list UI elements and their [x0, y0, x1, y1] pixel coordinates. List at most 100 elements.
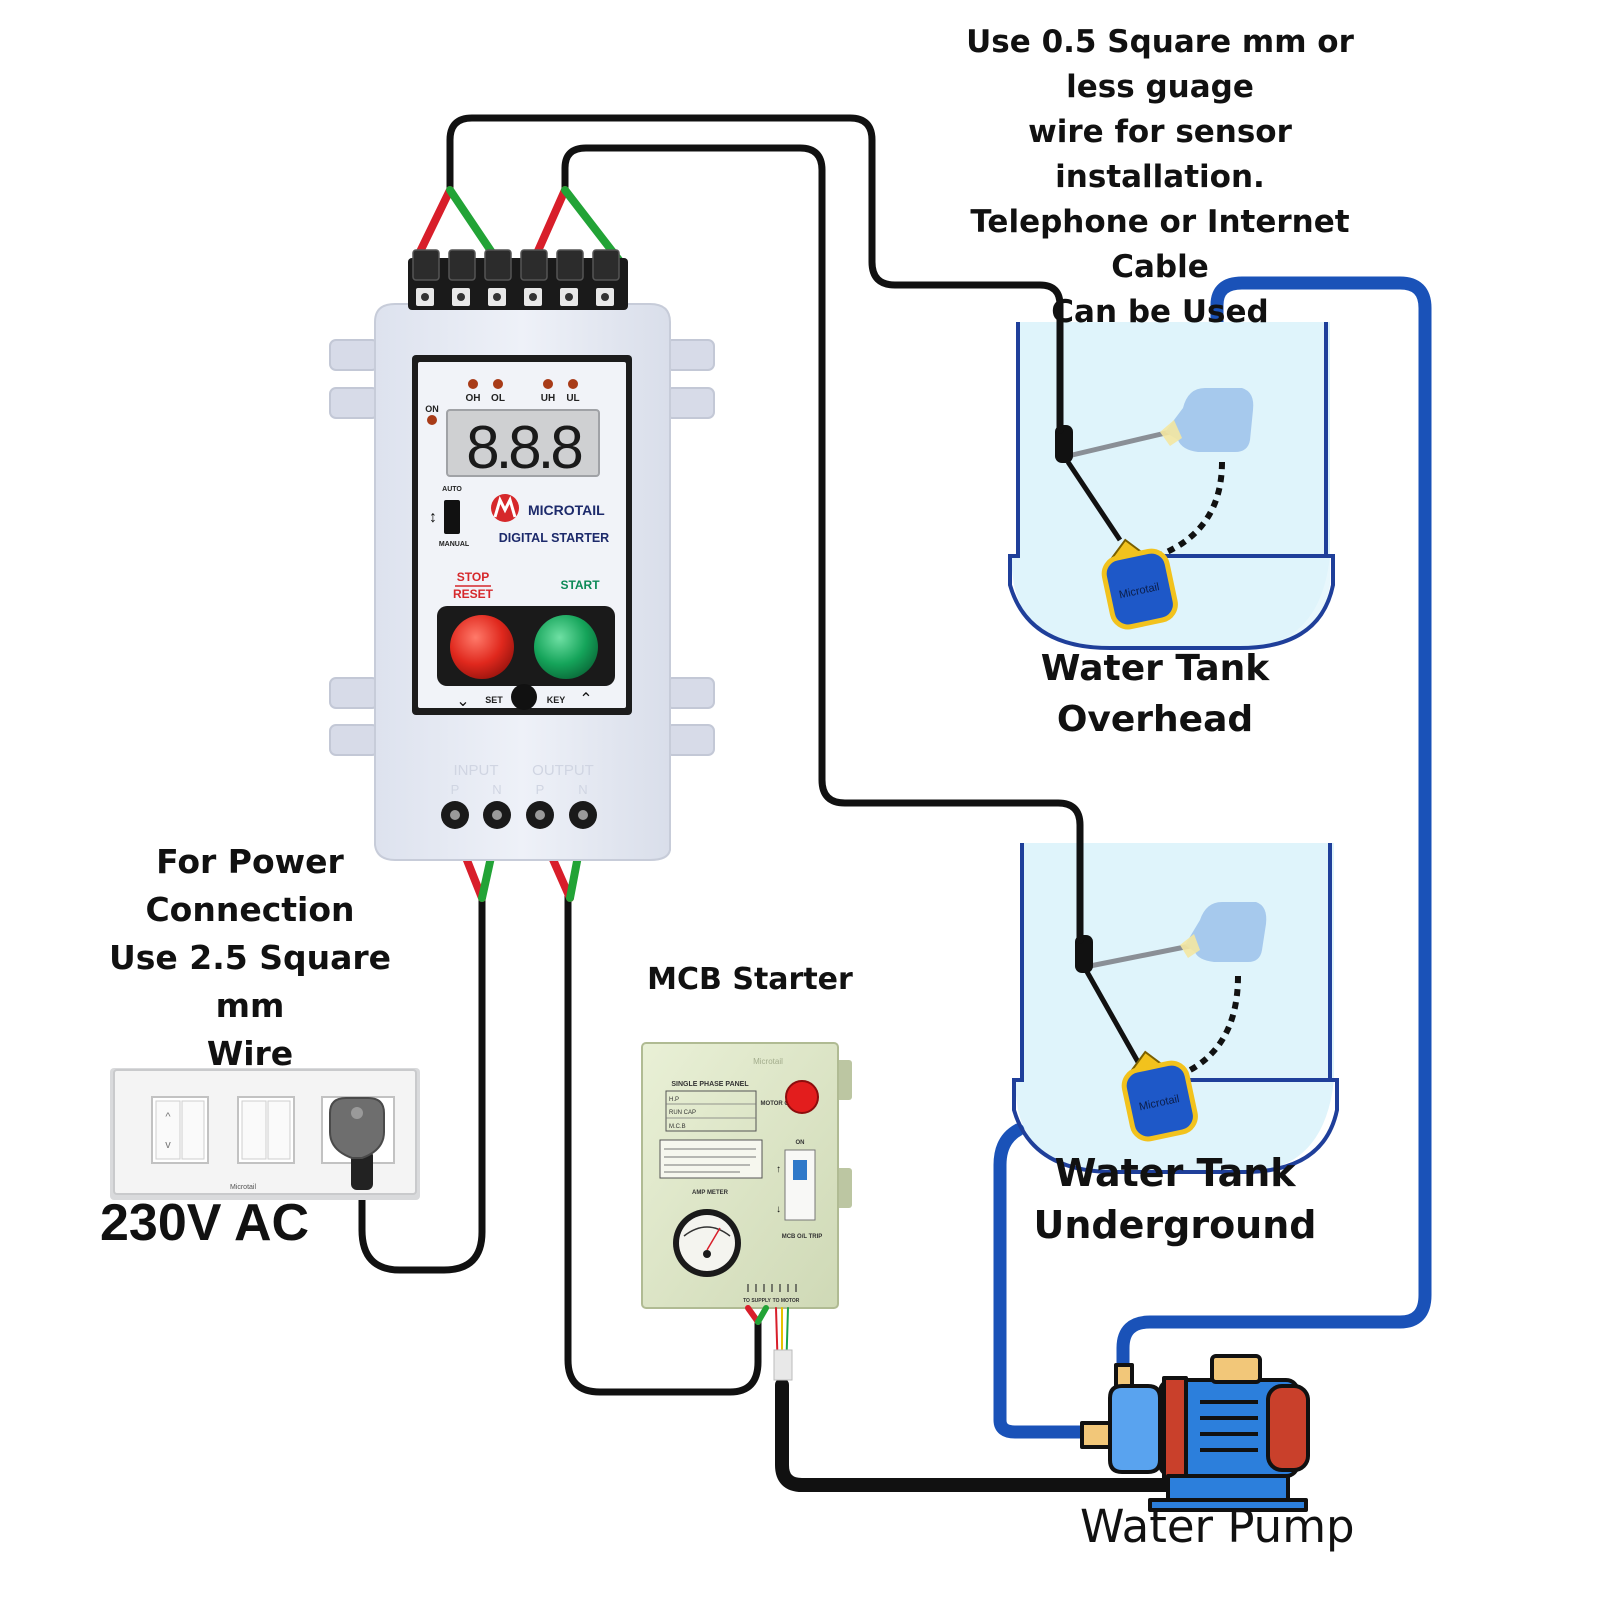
float-swing-arc — [1178, 975, 1241, 1078]
input-n-label: N — [492, 782, 501, 797]
float-clamp — [1055, 425, 1073, 463]
set-label: SET — [485, 695, 503, 705]
digital-starter: OH OL UH UL ON 8.8.8 AUTO ↕ MANUAL MICRO… — [329, 249, 715, 861]
water-pipe — [993, 276, 1432, 1439]
svg-text:v: v — [165, 1139, 171, 1151]
light-switch[interactable] — [181, 1100, 205, 1160]
indicator-label-oh: OH — [466, 393, 481, 404]
float-switch-upper — [1185, 902, 1267, 962]
mcb-trip-label: MCB O/L TRIP — [782, 1234, 823, 1240]
underground-tank-label: Water Tank Underground — [1010, 1147, 1340, 1251]
wires — [358, 114, 1187, 1492]
tank-label-line: Underground — [1033, 1203, 1317, 1247]
sensor-wire-note: Use 0.5 Square mm or less guage wire for… — [940, 20, 1380, 335]
float-switch-upper-cap — [1180, 934, 1200, 958]
microtail-logo-icon — [491, 494, 519, 522]
input-p-label: P — [451, 782, 460, 797]
overhead-tank-outline — [1008, 322, 1335, 650]
sensor-wire-overhead — [446, 114, 1064, 434]
display-readout: 8.8.8 — [466, 414, 581, 481]
tank-label-line: Overhead — [1056, 699, 1254, 740]
pipe-underground-suction — [993, 1123, 1087, 1439]
seven-segment-display — [446, 409, 600, 477]
top-wire-splits — [412, 186, 623, 264]
float-switch-lower: Microtail — [1101, 538, 1178, 630]
note-line: Use 0.5 Square mm or — [966, 24, 1354, 60]
product-name: DIGITAL STARTER — [499, 531, 609, 545]
mcb-wire-splits — [745, 1305, 793, 1381]
wall-switchboard: ^ v Microtail — [110, 1068, 420, 1200]
underground-tank-outline — [1012, 843, 1339, 1174]
down-arrow-icon: ⌄ — [456, 693, 469, 710]
indicator-label-ol: OL — [491, 393, 505, 404]
light-switch[interactable] — [241, 1100, 267, 1160]
starter-output-wire — [564, 891, 762, 1396]
start-label: START — [560, 578, 600, 592]
power-plug-icon — [329, 1097, 385, 1190]
auto-manual-switch[interactable] — [444, 500, 460, 534]
power-input-wire — [358, 891, 486, 1274]
tank-label-line: Water Tank — [1040, 648, 1270, 689]
mcb-row-cap: RUN CAP — [669, 1110, 696, 1116]
set-key-button[interactable] — [511, 684, 537, 710]
mcb-on-label: ON — [796, 1140, 805, 1146]
float-swing-arc — [1158, 461, 1225, 558]
float-cable — [1083, 968, 1141, 1064]
tank-label-line: Water Tank — [1054, 1151, 1296, 1195]
svg-text:↑: ↑ — [776, 1164, 781, 1175]
float-cable — [1065, 460, 1123, 542]
manual-arrows-icon: ↕ — [429, 509, 437, 526]
output-n-label: N — [578, 782, 587, 797]
overhead-tank-label: Water Tank Overhead — [1010, 643, 1300, 745]
overhead-tank: Microtail — [1008, 322, 1335, 650]
amp-meter-label: AMP METER — [692, 1190, 729, 1196]
water-pump-icon — [1080, 1354, 1310, 1512]
motor-on-button[interactable] — [785, 1080, 819, 1114]
mcb-starter-panel: Microtail SINGLE PHASE PANEL H.P RUN CAP… — [641, 1042, 852, 1309]
note-line: wire for sensor installation. — [1028, 114, 1292, 195]
float-arm — [1089, 943, 1191, 969]
float-switch-upper-cap — [1160, 420, 1182, 446]
bottom-terminals — [441, 801, 597, 829]
to-supply-label: TO SUPPLY — [743, 1298, 771, 1304]
supply-voltage-label: 230V AC — [100, 1194, 310, 1252]
underground-tank: Microtail — [1012, 843, 1339, 1174]
svg-text:^: ^ — [165, 1111, 171, 1123]
mcb-panel-title: SINGLE PHASE PANEL — [671, 1081, 749, 1088]
motor-on-label: MOTOR ON — [761, 1101, 794, 1107]
pipe-overhead-inlet — [1116, 276, 1432, 1377]
indicator-leds — [427, 379, 578, 425]
start-button[interactable] — [534, 615, 598, 679]
power-on-label: ON — [425, 404, 439, 414]
note-line: Use 2.5 Square mm — [108, 938, 392, 1025]
auto-label: AUTO — [442, 486, 462, 493]
power-wire-note: For Power Connection Use 2.5 Square mm W… — [70, 838, 430, 1078]
reset-label: RESET — [453, 587, 494, 601]
input-label: INPUT — [454, 762, 499, 779]
mounting-tabs — [329, 339, 715, 756]
float-clamp — [1075, 935, 1093, 973]
light-switch[interactable] — [155, 1100, 181, 1160]
note-line: Can be Used — [1051, 294, 1269, 330]
top-terminal-block — [408, 249, 628, 310]
light-switch[interactable] — [267, 1100, 291, 1160]
output-label: OUTPUT — [532, 762, 594, 779]
svg-text:↓: ↓ — [776, 1204, 781, 1215]
key-label: KEY — [547, 695, 566, 705]
output-p-label: P — [536, 782, 545, 797]
switchboard-brand: Microtail — [230, 1184, 257, 1191]
stop-label: STOP — [457, 570, 489, 584]
mcb-watermark: Microtail — [753, 1057, 783, 1066]
mcb-starter-title: MCB Starter — [647, 962, 853, 997]
note-line: Connection — [145, 890, 355, 929]
sensor-wire-underground — [561, 144, 1084, 944]
note-line: Wire — [206, 1034, 294, 1073]
float-switch-lower: Microtail — [1121, 1050, 1198, 1142]
float-arm — [1067, 429, 1171, 459]
manual-label: MANUAL — [439, 541, 470, 548]
pump-motor-cable — [775, 1378, 1187, 1492]
note-line: Telephone or Internet Cable — [970, 204, 1350, 285]
stop-reset-button[interactable] — [450, 615, 514, 679]
up-arrow-icon: ⌃ — [579, 691, 592, 708]
